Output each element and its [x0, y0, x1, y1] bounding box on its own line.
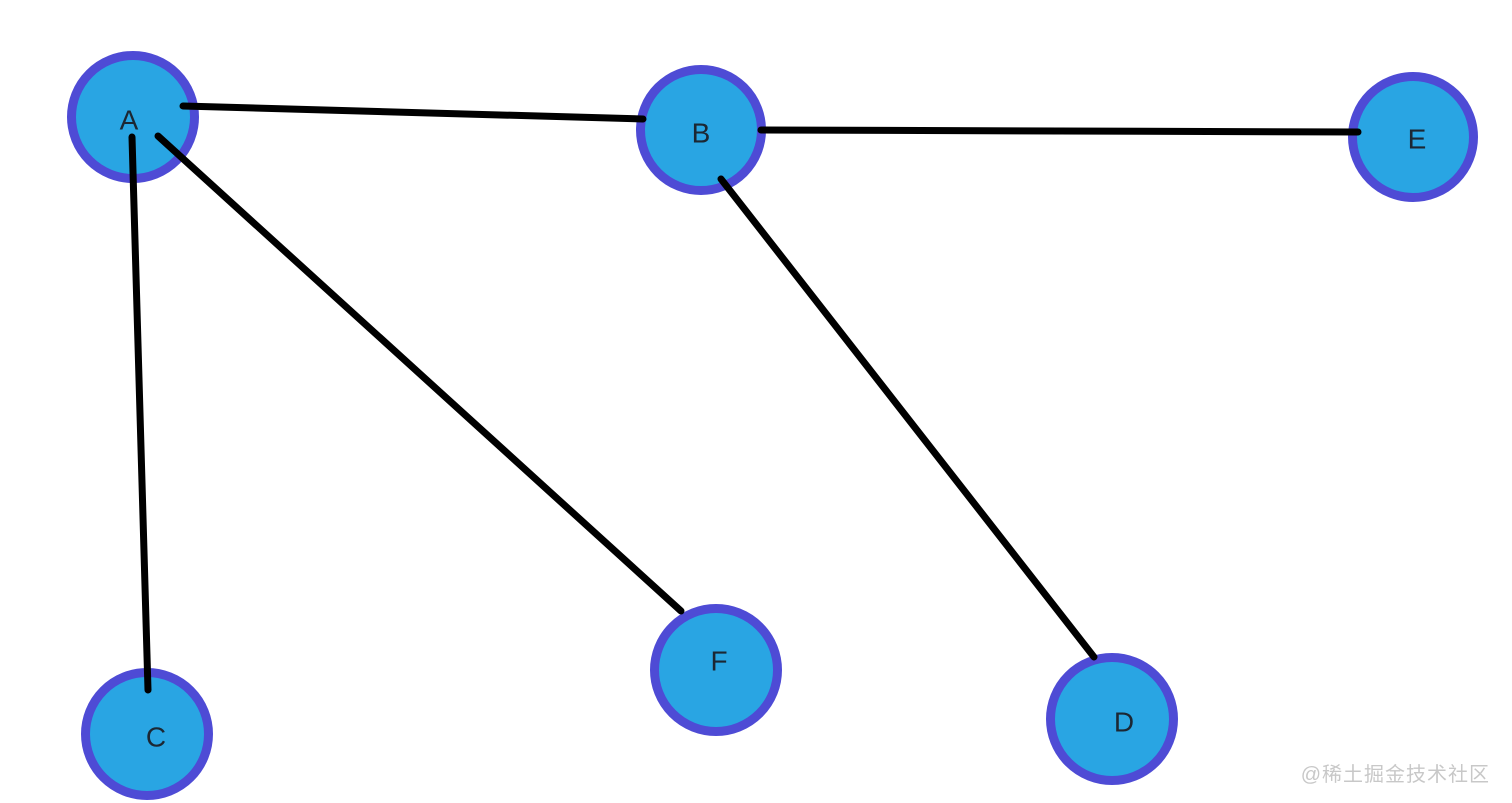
node-E: [1348, 72, 1478, 202]
edge-A-B: [179, 102, 647, 123]
edge-A-C: [128, 133, 152, 694]
node-F: [650, 604, 782, 736]
node-label-C: C: [146, 722, 166, 753]
edge-B-D: [717, 175, 1098, 661]
node-label-D: D: [1114, 707, 1134, 738]
node-label-A: A: [120, 105, 139, 136]
node-label-B: B: [692, 118, 711, 149]
watermark: @稀土掘金技术社区: [1300, 764, 1490, 786]
edge-B-E: [757, 126, 1362, 136]
node-label-E: E: [1408, 124, 1427, 155]
node-D: [1046, 653, 1178, 785]
node-label-F: F: [710, 646, 727, 677]
edge-A-F: [154, 132, 685, 615]
